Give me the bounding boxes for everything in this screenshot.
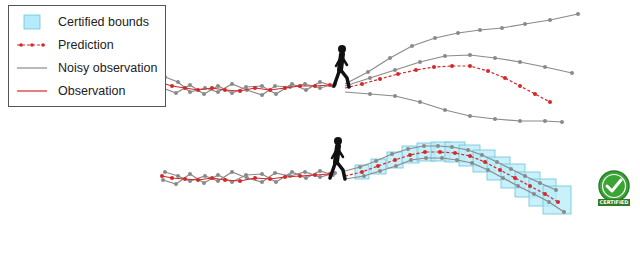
pedestrian — [334, 45, 349, 87]
legend-line-sample — [15, 37, 49, 53]
badge-label: CERTIFIED — [598, 199, 631, 206]
legend-swatch — [15, 14, 49, 30]
legend-label: Certified bounds — [58, 15, 149, 29]
legend-label: Noisy observation — [58, 61, 157, 75]
legend-row: Noisy observation — [15, 56, 157, 79]
legend-label: Prediction — [58, 38, 114, 52]
legend-line-sample — [15, 83, 49, 99]
legend-row: Prediction — [15, 33, 157, 56]
legend-row: Observation — [15, 79, 157, 102]
legend-line-sample — [15, 60, 49, 76]
legend-label: Observation — [58, 84, 125, 98]
legend-row: Certified bounds — [15, 10, 157, 33]
legend-box: Certified boundsPredictionNoisy observat… — [8, 5, 166, 107]
pedestrian — [330, 137, 345, 179]
certified-badge — [599, 171, 629, 201]
